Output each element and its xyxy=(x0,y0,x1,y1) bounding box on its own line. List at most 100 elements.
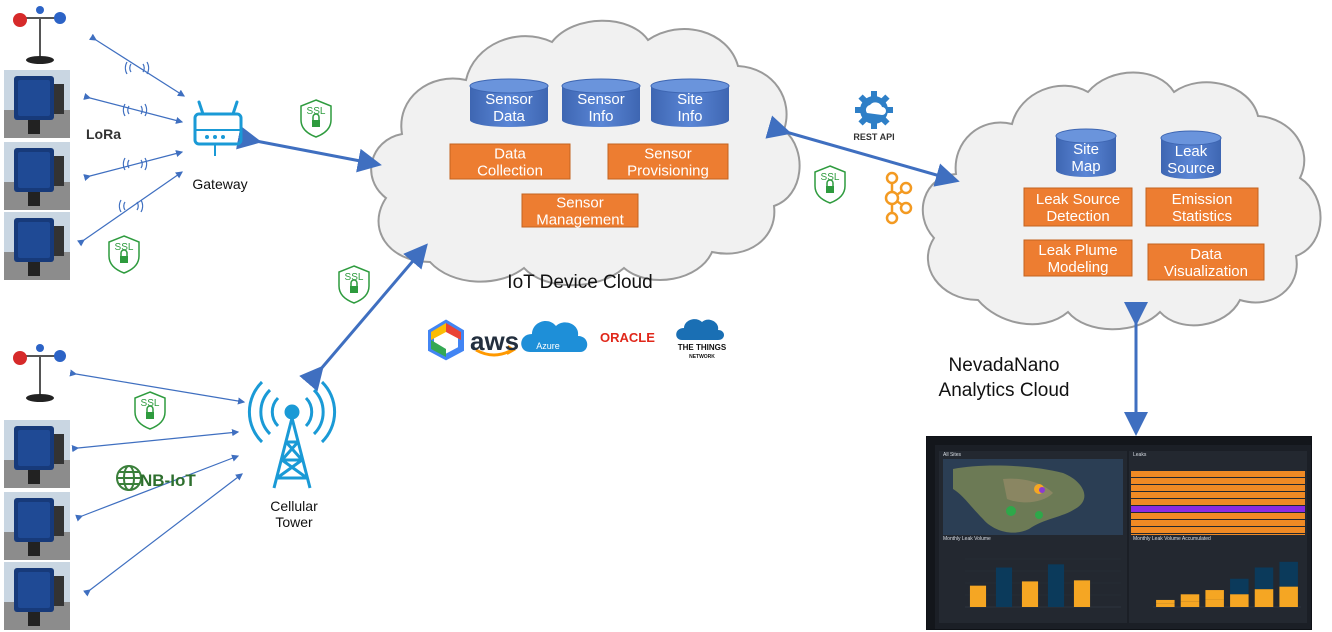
leak-table-row[interactable] xyxy=(1131,527,1305,533)
nb-iot-label: NB-IoT xyxy=(140,471,196,490)
ssl-label: SSL xyxy=(345,272,364,283)
dashboard-sidebar xyxy=(927,445,935,629)
monthly-leak-accum-panel: Monthly Leak Volume Accumulated xyxy=(1129,535,1307,623)
google-cloud-icon xyxy=(428,319,464,361)
leak-table-row[interactable] xyxy=(1131,492,1305,498)
chart-bar-lower xyxy=(1156,603,1175,607)
rest-api-label: REST API xyxy=(853,132,894,142)
aws-label: aws xyxy=(470,326,519,356)
map-panel: All Sites xyxy=(939,451,1127,543)
map-panel-title: All Sites xyxy=(943,452,962,458)
things-network-line: THE THINGS xyxy=(678,343,727,352)
sensor-device-photo xyxy=(4,420,70,488)
things-network-icon xyxy=(676,319,724,340)
leak-table-row[interactable] xyxy=(1131,478,1305,484)
azure-label: Azure xyxy=(536,341,560,351)
chart1-svg xyxy=(965,558,1121,608)
oracle-label: ORACLE xyxy=(600,330,655,345)
chart-bar-lower xyxy=(1230,594,1249,607)
connection-arrows xyxy=(236,115,1148,436)
weather-station-1 xyxy=(8,6,70,66)
leak-table-row[interactable] xyxy=(1131,506,1305,512)
gateway-label: Gateway xyxy=(192,176,248,192)
chart-bar-lower xyxy=(1279,586,1298,607)
chart-bar-upper xyxy=(1156,599,1175,604)
chart-bar xyxy=(995,567,1013,607)
ssl-shield-icon: SSL xyxy=(134,391,166,430)
wireless-links-gateway xyxy=(77,33,186,247)
chart2-title: Monthly Leak Volume Accumulated xyxy=(1133,536,1211,542)
chart-bar-lower xyxy=(1254,589,1274,607)
leaks-panel: Leaks xyxy=(1129,451,1307,543)
chart1-title: Monthly Leak Volume xyxy=(943,536,991,542)
chart-bar xyxy=(969,585,987,607)
leak-table-row[interactable] xyxy=(1131,513,1305,519)
gateway-router-icon xyxy=(193,100,243,156)
lora-label: LoRa xyxy=(86,126,121,142)
chart-bar-upper xyxy=(1279,561,1298,587)
leak-table-row[interactable] xyxy=(1131,485,1305,491)
ssl-label: SSL xyxy=(141,398,160,409)
ssl-shield-icon: SSL xyxy=(338,265,370,304)
chart-bar-upper xyxy=(1205,590,1224,600)
leak-table-row[interactable] xyxy=(1131,471,1305,477)
analytics-cloud-label: NevadaNano Analytics Cloud xyxy=(938,355,1070,401)
leak-table-row[interactable] xyxy=(1131,520,1305,526)
aws-smile-icon xyxy=(475,348,513,357)
iot-device-cloud-shape xyxy=(370,19,801,287)
chart-bar-lower xyxy=(1205,599,1224,607)
things-network-line: NETWORK xyxy=(689,354,715,360)
wireless-links-tower xyxy=(69,369,246,597)
ssl-shield-icon: SSL xyxy=(108,235,140,274)
aws-smile-arrow xyxy=(506,345,516,355)
chart-bar xyxy=(1073,580,1091,607)
cellular-tower-icon xyxy=(247,380,337,489)
weather-station-2 xyxy=(8,344,70,404)
chart-bar-upper xyxy=(1254,567,1274,590)
monthly-leak-volume-panel: Monthly Leak Volume xyxy=(939,535,1127,623)
nb-iot-globe-icon xyxy=(116,465,142,491)
ssl-label: SSL xyxy=(821,172,840,183)
ssl-label: SSL xyxy=(307,106,326,117)
signal-waves-icon xyxy=(118,61,150,213)
sensor-device-photo xyxy=(4,70,70,138)
ssl-shield-icon: SSL xyxy=(814,165,846,204)
rest-api-icon xyxy=(855,91,893,129)
chart-bar xyxy=(1021,581,1039,607)
chart-bar-upper xyxy=(1180,594,1200,602)
azure-cloud-icon xyxy=(521,320,588,352)
sensor-device-photo xyxy=(4,142,70,210)
leak-table-row[interactable] xyxy=(1131,499,1305,505)
chart-bar xyxy=(1047,564,1065,607)
sensor-device-photo xyxy=(4,212,70,280)
leaks-table xyxy=(1131,471,1305,541)
things-network-label: THE THINGS NETWORK xyxy=(678,343,727,360)
ssl-badges: SSL SSL SSL SSL SSL xyxy=(108,99,846,430)
sensor-device-photo xyxy=(4,562,70,630)
